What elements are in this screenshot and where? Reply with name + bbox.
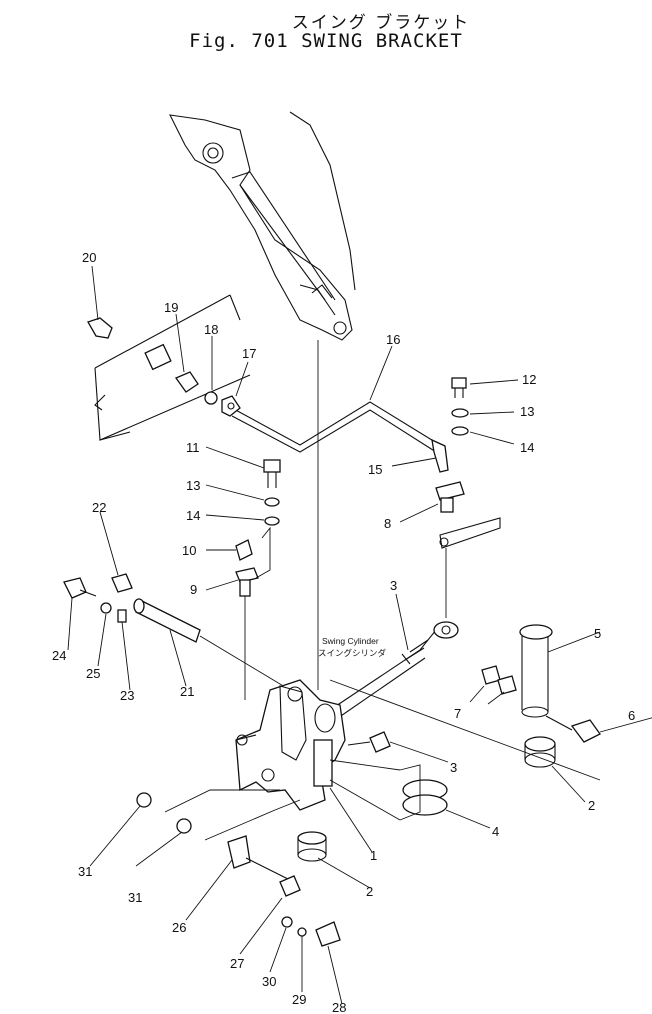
callout-19: 19 [164, 300, 178, 315]
callout-15: 15 [368, 462, 382, 477]
callout-31-right: 31 [128, 890, 142, 905]
callout-numbers: 20 19 18 17 16 12 13 14 15 8 11 13 14 10… [52, 250, 635, 1014]
callout-28: 28 [332, 1000, 346, 1014]
callout-8: 8 [384, 516, 391, 531]
callout-21: 21 [180, 684, 194, 699]
callout-2-lower: 2 [366, 884, 373, 899]
callout-14-left: 14 [186, 508, 200, 523]
callout-2-right: 2 [588, 798, 595, 813]
callout-30: 30 [262, 974, 276, 989]
callout-17: 17 [242, 346, 256, 361]
callout-10: 10 [182, 543, 196, 558]
callout-6: 6 [628, 708, 635, 723]
bolt-set-right [451, 377, 469, 436]
callout-7: 7 [454, 706, 461, 721]
title-japanese: スイング ブラケット [291, 13, 471, 33]
callout-31-left: 31 [78, 864, 92, 879]
callout-16: 16 [386, 332, 400, 347]
fitting-3-lower [347, 731, 391, 753]
bushings [297, 736, 556, 862]
callout-27: 27 [230, 956, 244, 971]
callout-5: 5 [594, 626, 601, 641]
callout-13-left: 13 [186, 478, 200, 493]
callout-29: 29 [292, 992, 306, 1007]
callout-4: 4 [492, 824, 499, 839]
callout-25: 25 [86, 666, 100, 681]
shims [329, 759, 448, 821]
callout-1: 1 [370, 848, 377, 863]
swing-bracket-body [235, 679, 346, 811]
callout-22: 22 [92, 500, 106, 515]
hydraulic-line [231, 401, 449, 473]
callout-12: 12 [522, 372, 536, 387]
callout-20: 20 [82, 250, 96, 265]
pin-21-group [63, 573, 291, 691]
leader-lines [67, 265, 652, 1005]
callout-11: 11 [186, 440, 200, 455]
boom-arm [169, 111, 356, 341]
callout-24: 24 [52, 648, 66, 663]
fittings-left-column [235, 459, 281, 700]
pin-8-plate [435, 481, 501, 618]
callout-26: 26 [172, 920, 186, 935]
annotation-english: Swing Cylinder [322, 636, 379, 646]
swing-cylinder [317, 340, 459, 721]
pin-5-group [329, 624, 601, 781]
callout-18: 18 [204, 322, 218, 337]
callout-23: 23 [120, 688, 134, 703]
fittings-top [87, 317, 241, 417]
callout-13-right: 13 [520, 404, 534, 419]
lower-fittings [136, 789, 341, 947]
callout-14-right: 14 [520, 440, 534, 455]
lever-frame [94, 294, 251, 441]
title-english: Fig. 701 SWING BRACKET [189, 30, 463, 52]
callout-3-lower: 3 [450, 760, 457, 775]
callout-9: 9 [190, 582, 197, 597]
callout-3-upper: 3 [390, 578, 397, 593]
annotation-japanese: スイングシリンダ [318, 648, 387, 658]
